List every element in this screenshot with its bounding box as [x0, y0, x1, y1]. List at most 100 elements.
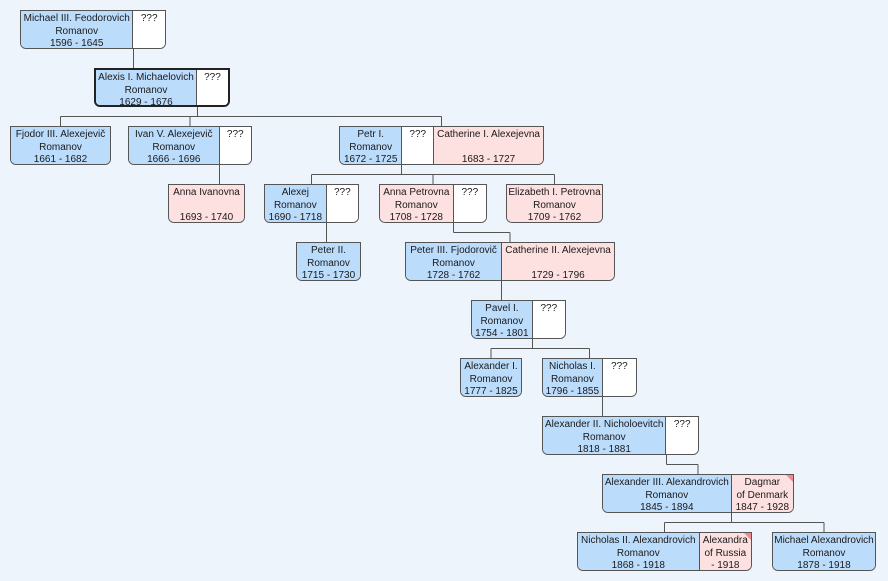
unknown-spouse-cell[interactable]: ??? [601, 359, 636, 396]
unknown-spouse-cell[interactable]: ??? [452, 185, 486, 222]
person-cell-catherine1[interactable]: Catherine I. Alexejevna 1683 - 1727 [433, 127, 543, 164]
person-surname [133, 26, 165, 39]
person-dates: 1818 - 1881 [577, 444, 631, 454]
person-name: Peter III. Fjodorovič [410, 245, 497, 256]
unknown-spouse-cell[interactable]: ??? [401, 127, 434, 164]
person-name: Alexander I. [464, 361, 518, 372]
person-surname: Romanov [582, 431, 626, 443]
person-name: ??? [409, 129, 427, 140]
person-name: Pavel I. [485, 303, 519, 314]
person-surname: Romanov [273, 199, 317, 211]
person-surname: Romanov [394, 199, 438, 211]
person-dates: 1729 - 1796 [531, 270, 585, 280]
person-name: Nicholas II. Alexandrovich [581, 535, 696, 546]
person-name: Anna Petrovna [383, 187, 450, 198]
corner-marker-icon [786, 475, 793, 482]
person-dates: 1868 - 1918 [611, 560, 665, 570]
person-name: ??? [673, 419, 691, 430]
person-dates: 1845 - 1894 [640, 502, 694, 512]
person-name: Michael Alexandrovich [774, 535, 874, 546]
person-dates: 1666 - 1696 [147, 154, 201, 164]
person-dates: 1629 - 1676 [119, 97, 173, 105]
person-dates: 1796 - 1855 [545, 386, 600, 396]
person-name: Alexandra [702, 535, 748, 546]
person-name: Dagmar [744, 477, 781, 488]
person-surname: Romanov [55, 25, 99, 37]
person-dates [454, 212, 486, 222]
person-dates: 1709 - 1762 [527, 212, 582, 222]
person-name: Alexander III. Alexandrovich [604, 477, 729, 488]
unknown-spouse-cell[interactable]: ??? [132, 11, 165, 48]
person-surname [666, 432, 698, 445]
unknown-spouse-cell[interactable]: ??? [195, 70, 228, 105]
person-dates: 1754 - 1801 [475, 328, 529, 338]
person-name: ??? [140, 13, 158, 24]
person-cell-catherine2[interactable]: Catherine II. Alexejevna 1729 - 1796 [501, 243, 614, 280]
person-surname: Romanov [645, 489, 689, 501]
person-surname: Romanov [616, 547, 660, 559]
unknown-spouse-cell[interactable]: ??? [531, 301, 565, 338]
person-card-anna-ivanovna[interactable]: Anna Ivanovna 1693 - 1740 [168, 184, 245, 223]
person-dates: 1847 - 1928 [735, 502, 790, 512]
person-surname [434, 142, 543, 155]
person-surname: Romanov [802, 547, 846, 559]
person-name: Michael III. Feodorovich [23, 13, 130, 24]
person-name: Catherine I. Alexejevna [437, 129, 540, 140]
person-name: ??? [334, 187, 351, 198]
person-surname: Romanov [39, 141, 82, 153]
person-surname [197, 85, 228, 98]
person-dates: 1683 - 1727 [461, 154, 516, 164]
person-surname [603, 374, 636, 387]
person-surname [533, 316, 565, 329]
unknown-spouse-cell[interactable]: ??? [665, 417, 698, 454]
person-dates [666, 444, 698, 454]
person-cell-anna-ivanovna[interactable]: Anna Ivanovna 1693 - 1740 [169, 185, 244, 222]
unknown-spouse-cell[interactable]: ??? [325, 185, 358, 222]
person-dates: 1672 - 1725 [344, 154, 398, 164]
person-surname [220, 142, 251, 155]
person-name: Elizabeth I. Petrovna [508, 187, 601, 198]
person-name: Peter II. [310, 245, 346, 256]
person-dates [327, 212, 358, 222]
unknown-spouse-cell[interactable]: ??? [218, 127, 251, 164]
person-name: Petr I. [357, 129, 385, 140]
person-name: ??? [204, 72, 221, 83]
